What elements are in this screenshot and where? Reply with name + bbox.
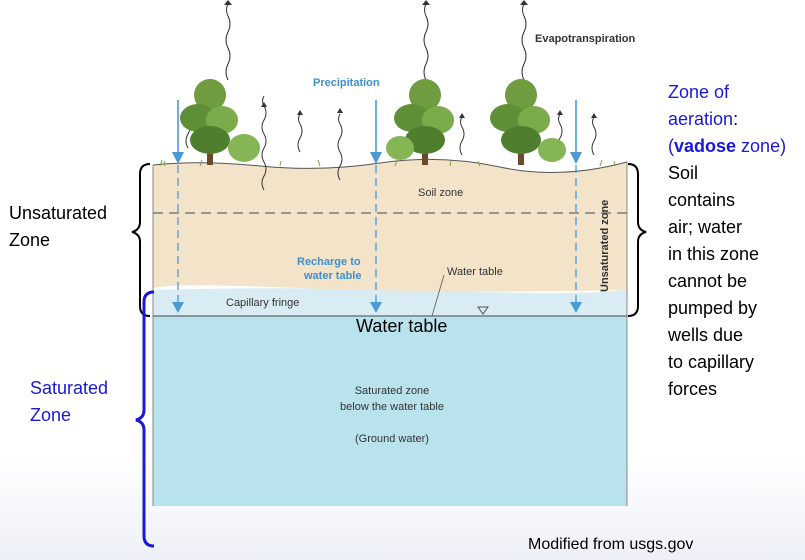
- precipitation-label: Precipitation: [313, 77, 380, 89]
- water-table-symbol: [477, 306, 489, 315]
- vadose-word: vadose: [674, 136, 737, 156]
- aeration-description-line: cannot be: [668, 271, 748, 291]
- soil-zone-label: Soil zone: [418, 187, 463, 199]
- recharge-label-line1: Recharge to: [297, 256, 361, 268]
- unsaturated-zone-label: Unsaturated Zone: [9, 200, 107, 254]
- aeration-description-line: contains: [668, 190, 736, 210]
- unsaturated-zone-vertical-label: Unsaturated zone: [599, 200, 611, 292]
- vadose-zone-close: zone): [736, 136, 787, 156]
- precipitation-arrows: [177, 100, 577, 155]
- saturated-zone-line1: Saturated: [30, 378, 109, 398]
- saturated-zone-label-line1: Saturated zone: [355, 385, 430, 397]
- unsaturated-zone-bracket: [131, 163, 151, 317]
- precipitation-arrowheads: [172, 152, 582, 164]
- saturated-zone-bracket: [135, 290, 155, 548]
- aeration-zone-title: Zone of aeration:: [668, 79, 800, 133]
- ground-water-label: (Ground water): [355, 433, 429, 445]
- aeration-title-colon: :: [733, 109, 739, 129]
- evapotranspiration-label: Evapotranspiration: [535, 33, 636, 45]
- aeration-description-line: forces: [668, 379, 718, 399]
- aeration-description-line: in this zone: [668, 244, 760, 264]
- aeration-description-lines: Soil contains air; water in this zone cannot…: [668, 160, 800, 403]
- tree-icon: [386, 79, 454, 165]
- water-table-leader: [431, 274, 445, 317]
- recharge-flow-lines: [177, 165, 577, 305]
- tree-icon: [180, 79, 260, 165]
- grass-decoration: [159, 159, 616, 167]
- saturated-zone-label-line2: below the water table: [340, 401, 444, 413]
- evapotranspiration-arrows: [185, 3, 597, 191]
- aeration-zone-bracket: [627, 163, 647, 317]
- aeration-description-line: air; water: [668, 217, 743, 237]
- capillary-fringe-area: [153, 288, 627, 316]
- unsaturated-zone-line1: Unsaturated: [9, 203, 108, 223]
- ground-surface-line: [152, 158, 628, 173]
- saturated-zone-area: [153, 316, 627, 506]
- recharge-arrowheads: [172, 302, 582, 313]
- tree-icon: [490, 79, 566, 165]
- aeration-description-line: wells due: [668, 325, 744, 345]
- water-table-label: Water table: [356, 316, 448, 336]
- recharge-label-line2: water table: [303, 270, 361, 282]
- soil-zone-area: [152, 159, 628, 292]
- aeration-zone-description: Zone of aeration: (vadose zone) Soil cont…: [668, 79, 800, 403]
- aeration-description-line: to capillary: [668, 352, 755, 372]
- unsaturated-zone-line2: Zone: [9, 230, 51, 250]
- aeration-description-line: pumped by: [668, 298, 758, 318]
- aeration-title-text: Zone of aeration: [668, 82, 734, 129]
- water-table-inner-label: Water table: [447, 266, 503, 278]
- saturated-zone-line2: Zone: [30, 405, 72, 425]
- vadose-zone-term: (vadose zone): [668, 133, 800, 160]
- vadose-paren: (: [668, 136, 674, 156]
- aeration-description-line: Soil: [668, 163, 699, 183]
- saturated-zone-label: Saturated Zone: [30, 375, 108, 429]
- source-credit: Modified from usgs.gov: [528, 536, 694, 553]
- capillary-fringe-label: Capillary fringe: [226, 297, 299, 309]
